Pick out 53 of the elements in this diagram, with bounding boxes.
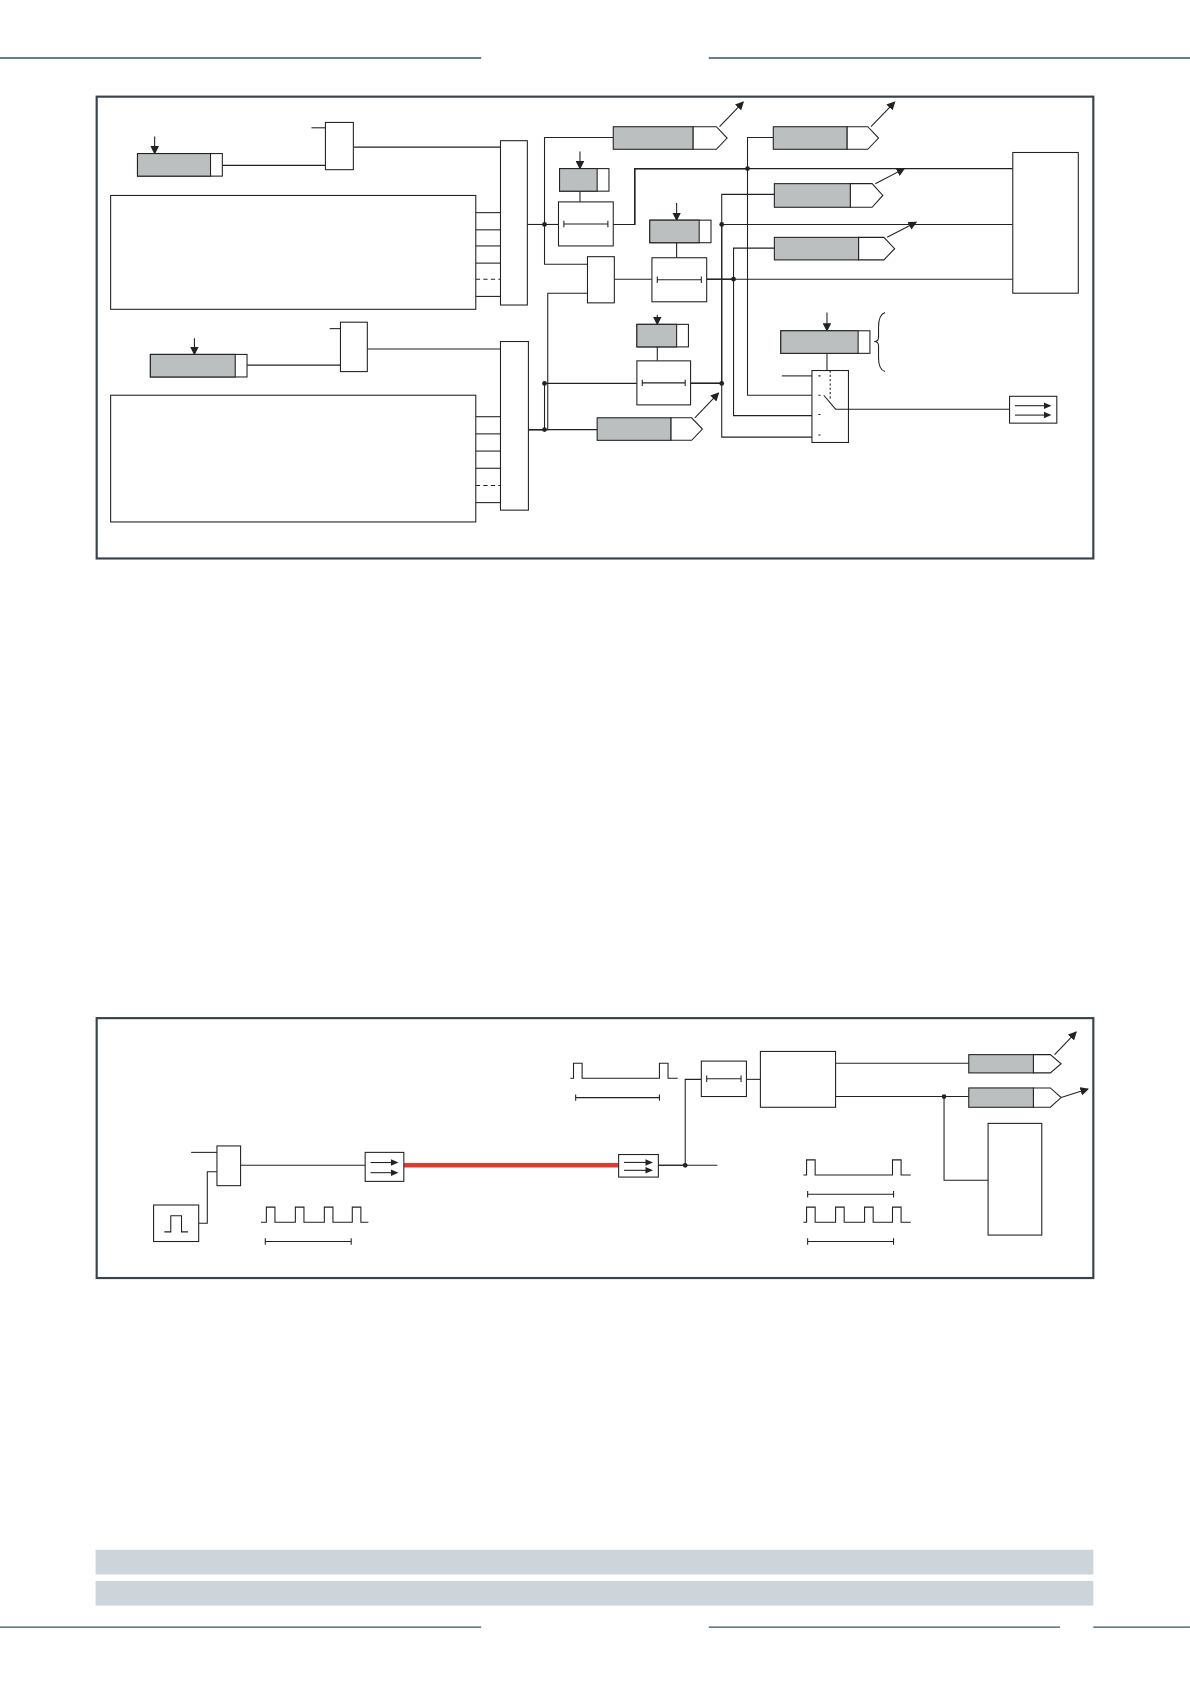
arrow bbox=[719, 101, 744, 128]
arrow bbox=[870, 101, 896, 128]
logic-block bbox=[586, 256, 615, 304]
setting-box bbox=[780, 330, 871, 354]
setting-box bbox=[649, 219, 712, 244]
output-signal-box bbox=[773, 183, 884, 208]
output-signal-box bbox=[773, 236, 896, 261]
setting-box bbox=[136, 153, 223, 177]
output-signal-box bbox=[596, 417, 704, 441]
output-signal-box bbox=[772, 126, 880, 150]
setting-box bbox=[636, 323, 689, 348]
arrow bbox=[886, 221, 918, 238]
connector-line bbox=[403, 1163, 619, 1168]
timer-block bbox=[557, 201, 614, 247]
arrow bbox=[150, 135, 159, 155]
output-signal-box bbox=[968, 1054, 1062, 1074]
arrow bbox=[694, 392, 720, 419]
selector-switch-block bbox=[811, 370, 849, 443]
logic-block bbox=[110, 394, 477, 523]
connector-line bbox=[310, 127, 326, 129]
arrow bbox=[575, 150, 585, 170]
connector-line bbox=[240, 1164, 366, 1166]
arrow bbox=[672, 202, 681, 222]
setting-box bbox=[149, 353, 248, 378]
timer-block bbox=[651, 257, 708, 303]
arrow bbox=[874, 168, 906, 185]
timer-block bbox=[636, 360, 692, 406]
arrow bbox=[1054, 1031, 1077, 1056]
arrow bbox=[653, 314, 662, 326]
connector-line bbox=[526, 223, 588, 265]
logic-block bbox=[1012, 151, 1079, 294]
logic-block bbox=[216, 1145, 242, 1187]
logic-block bbox=[987, 1122, 1043, 1236]
connector-line bbox=[579, 190, 581, 203]
arrow bbox=[822, 312, 832, 332]
setting-box bbox=[559, 168, 610, 192]
logic-block bbox=[499, 140, 528, 306]
logic-block bbox=[759, 1050, 837, 1108]
transmitter-block bbox=[364, 1151, 405, 1182]
logic-block bbox=[499, 341, 529, 511]
arrow bbox=[190, 337, 199, 356]
logic-block bbox=[324, 121, 354, 171]
transmitter-block bbox=[1009, 395, 1058, 424]
logic-block bbox=[110, 194, 477, 310]
output-signal-box bbox=[968, 1087, 1062, 1108]
transmitter-block bbox=[618, 1154, 659, 1178]
pulse-generator-block bbox=[153, 1204, 200, 1243]
connector-line bbox=[835, 1096, 989, 1181]
connector-line bbox=[826, 352, 828, 372]
timer-block bbox=[700, 1060, 747, 1098]
logic-block bbox=[339, 321, 368, 373]
arrow bbox=[1060, 1087, 1089, 1099]
output-signal-box bbox=[612, 126, 728, 150]
